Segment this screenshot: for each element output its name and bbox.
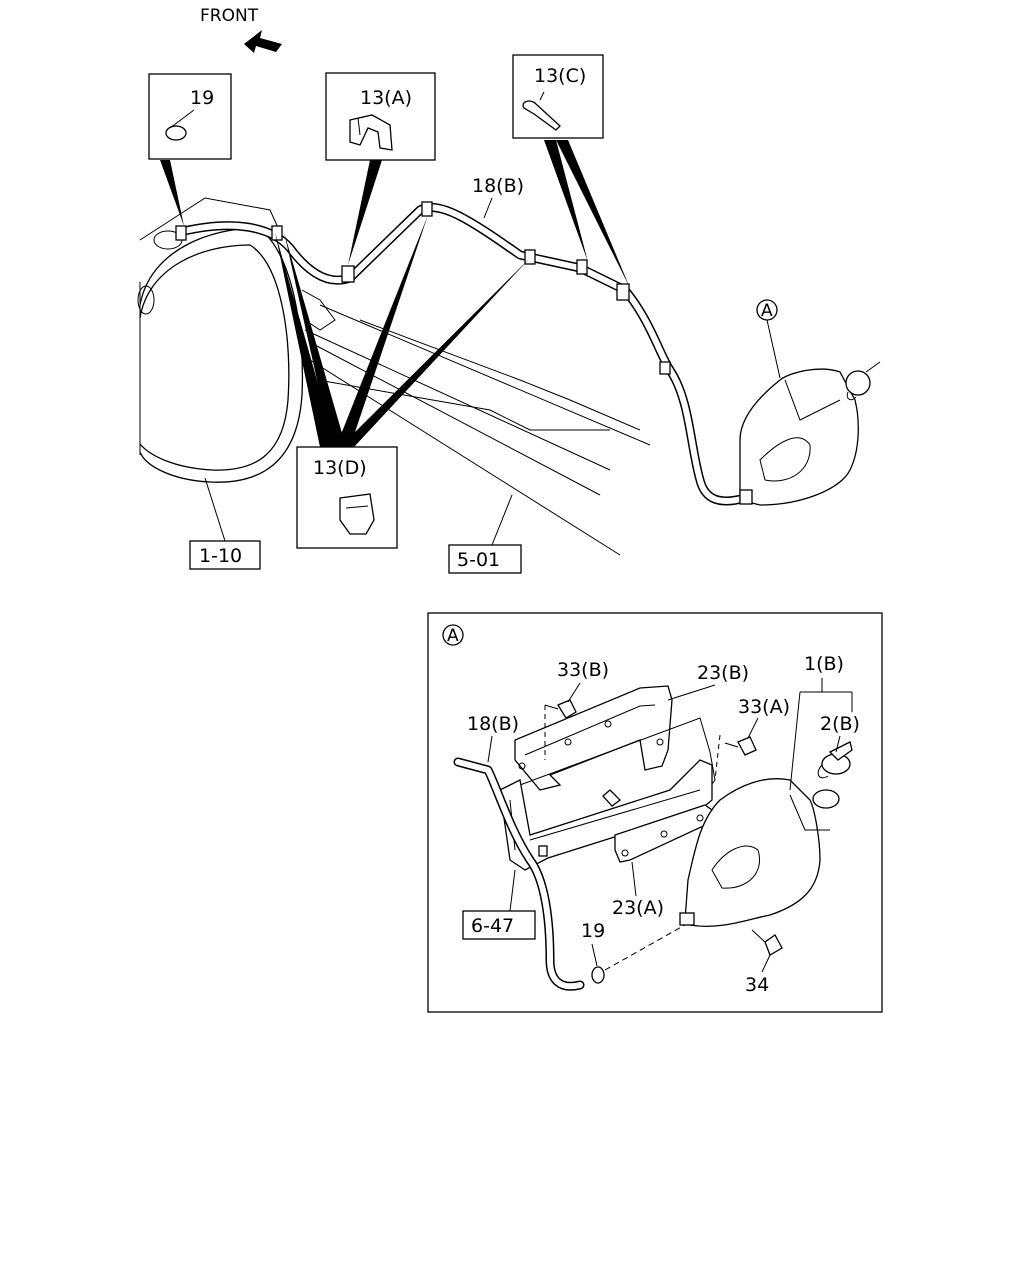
hose-joint <box>421 201 433 217</box>
detail-23a-label: 23(A) <box>612 897 664 919</box>
detail-18b-label: 18(B) <box>467 713 519 735</box>
bolt-33b-icon <box>544 699 577 760</box>
circle-a-letter: A <box>761 301 773 321</box>
detail-34-label: 34 <box>745 974 769 996</box>
clamp-19-detail-icon <box>591 924 686 984</box>
ref-box-1-10 <box>189 540 261 570</box>
ref-6-47-label: 6-47 <box>471 915 514 937</box>
ref-box-6-47 <box>462 910 536 940</box>
callout-13c-label: 13(C) <box>534 65 586 87</box>
detail-33b-label: 33(B) <box>557 659 609 681</box>
callout-13d-label: 13(D) <box>313 457 367 479</box>
mount-frame <box>499 759 713 871</box>
detail-a-circle <box>442 624 464 646</box>
leader-13c-b <box>556 140 630 288</box>
leader-13d-d <box>340 258 530 447</box>
ref-box-5-01 <box>448 544 522 574</box>
hose-joint-lower <box>659 361 671 375</box>
callout-13a-label: 13(A) <box>360 87 412 109</box>
leader-13c-a <box>544 140 588 262</box>
leader-13d-b <box>284 232 346 447</box>
hose-clamp-13c-b <box>616 283 630 301</box>
hose-clip-13c-icon <box>522 91 561 131</box>
ref-5-01-label: 5-01 <box>457 549 500 571</box>
callout-19-label: 19 <box>190 87 214 109</box>
hose-clamp-13c-a <box>576 259 588 275</box>
front-arrow-icon <box>244 30 282 53</box>
ref-1-10-label: 1-10 <box>199 545 242 567</box>
hose-clip-13d-icon <box>339 493 375 535</box>
leader-13d-c <box>336 215 428 447</box>
overflow-hose <box>175 201 750 506</box>
reservoir-tank-upper <box>739 361 881 506</box>
detail-19-label: 19 <box>581 920 605 942</box>
leader-19 <box>160 160 184 226</box>
hose-clamp-13a <box>341 265 355 283</box>
hose-clip-13a-icon <box>349 114 393 151</box>
hose-clamp-13d-b <box>524 249 536 265</box>
callout-box-19 <box>148 73 232 160</box>
hose-clamp-19-top <box>175 225 187 241</box>
hose-clamp-13d-a <box>271 225 283 241</box>
front-label: FRONT <box>200 6 259 26</box>
bolt-33a-icon <box>714 734 757 781</box>
bolt-34-icon <box>751 929 783 956</box>
hose-clamp-icon <box>165 109 195 141</box>
detail-a-letter: A <box>447 626 459 646</box>
reservoir-tank-detail <box>679 778 840 928</box>
reservoir-cap-icon <box>817 741 853 779</box>
callout-18b-top: 18(B) <box>472 175 524 197</box>
detail-hose <box>453 757 585 991</box>
leader-13a <box>348 160 382 265</box>
detail-1b-label: 1(B) <box>804 653 844 675</box>
detail-23b-label: 23(B) <box>697 662 749 684</box>
radiator-assembly <box>137 197 336 483</box>
detail-2b-label: 2(B) <box>820 713 860 735</box>
detail-33a-label: 33(A) <box>738 696 790 718</box>
